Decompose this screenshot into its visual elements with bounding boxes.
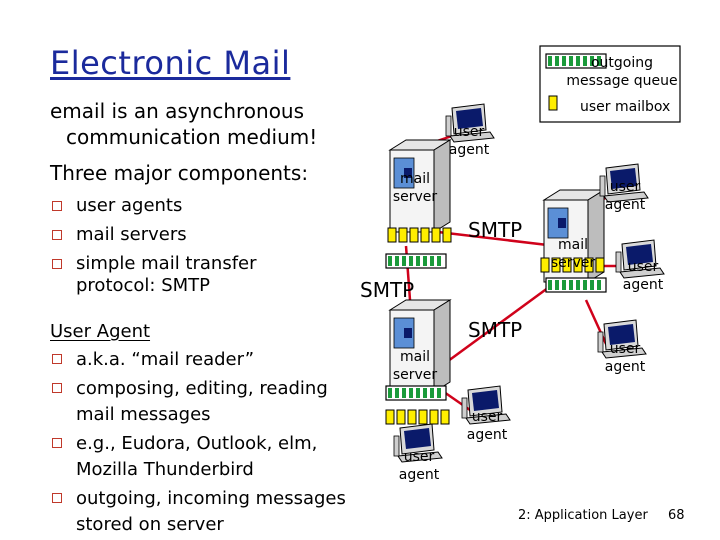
component-item-smtp-cont: protocol: SMTP (76, 275, 211, 296)
ua-item-aka: a.k.a. “mail reader” (50, 347, 346, 373)
ua-item-composing: composing, editing, reading mail messages (50, 376, 346, 428)
label-line: user (403, 449, 435, 465)
mail-server-2-queue (545, 277, 607, 293)
label-line: mail (400, 171, 430, 187)
ua-item-text: a.k.a. “mail reader” (76, 349, 255, 370)
link-server1-server2 (437, 230, 557, 248)
footer-page-number: 68 (668, 508, 685, 523)
label-line: mail (400, 349, 430, 365)
mail-server-3-mailboxes (385, 409, 450, 425)
ua-item-examples: e.g., Eudora, Outlook, elm, Mozilla Thund… (50, 431, 346, 483)
mailbox-legend-icon (548, 95, 558, 111)
ua-item-storage: outgoing, incoming messages stored on ser… (50, 486, 346, 538)
intro-line-1: email is an asynchronous (50, 99, 305, 123)
ua-item-text-cont: Mozilla Thunderbird (76, 459, 254, 480)
mail-server-3-queue (385, 385, 447, 401)
user-agent-list: a.k.a. “mail reader” composing, editing,… (50, 347, 346, 538)
legend-queue-label-line-2: message queue (566, 73, 678, 89)
footer-chapter: 2: Application Layer (518, 508, 648, 523)
components-list: user agents mail servers simple mail tra… (50, 194, 257, 276)
link-server3-server2 (443, 280, 557, 366)
mail-server-2-label: mail server (544, 236, 602, 272)
ua-item-text: outgoing, incoming messages (76, 488, 346, 509)
label-line: server (392, 367, 438, 383)
label-line: agent (622, 277, 664, 293)
user-agent-4-label: user agent (602, 340, 648, 376)
label-line: user (471, 409, 503, 425)
label-line: agent (604, 359, 646, 375)
user-agent-6-label: user agent (464, 408, 510, 444)
user-agent-3-label: user agent (620, 258, 666, 294)
legend-box (539, 45, 681, 123)
label-line: server (550, 255, 596, 271)
component-label: user agents (76, 195, 183, 216)
component-label: mail servers (76, 224, 187, 245)
user-agent-1-label: user agent (447, 123, 491, 159)
label-line: agent (466, 427, 508, 443)
label-line: agent (398, 467, 440, 483)
label-line: agent (604, 197, 646, 213)
label-line: user (609, 179, 641, 195)
component-item-smtp: simple mail transfer (50, 252, 257, 276)
ua-item-text-cont: mail messages (76, 404, 211, 425)
legend-queue-label-line-1: outgoing (590, 55, 654, 71)
label-line: mail (558, 237, 588, 253)
components-heading: Three major components: (50, 161, 309, 185)
user-agent-heading: User Agent (50, 321, 151, 342)
label-line: user (453, 124, 485, 140)
component-label: simple mail transfer (76, 253, 257, 274)
intro-line-2: communication medium! (66, 125, 318, 149)
label-line: server (392, 189, 438, 205)
user-agent-5-label: user agent (396, 448, 442, 484)
component-item-user-agents: user agents (50, 194, 257, 218)
mail-server-3-label: mail server (386, 348, 444, 384)
smtp-label-left: SMTP (360, 278, 415, 302)
slide-title: Electronic Mail (50, 44, 291, 82)
smtp-label-bottom: SMTP (468, 318, 523, 342)
mail-server-1-label: mail server (386, 170, 444, 206)
ua-item-text: e.g., Eudora, Outlook, elm, (76, 433, 318, 454)
user-agent-2-label: user agent (602, 178, 648, 214)
label-line: user (609, 341, 641, 357)
mail-server-1-queue (385, 253, 447, 269)
legend-mailbox-label: user mailbox (580, 99, 671, 115)
component-item-mail-servers: mail servers (50, 223, 257, 247)
smtp-label-top: SMTP (468, 218, 523, 242)
ua-item-text-cont: stored on server (76, 514, 224, 535)
label-line: user (627, 259, 659, 275)
legend-queue-label: outgoing message queue (566, 54, 678, 90)
label-line: agent (448, 142, 490, 158)
ua-item-text: composing, editing, reading (76, 378, 328, 399)
